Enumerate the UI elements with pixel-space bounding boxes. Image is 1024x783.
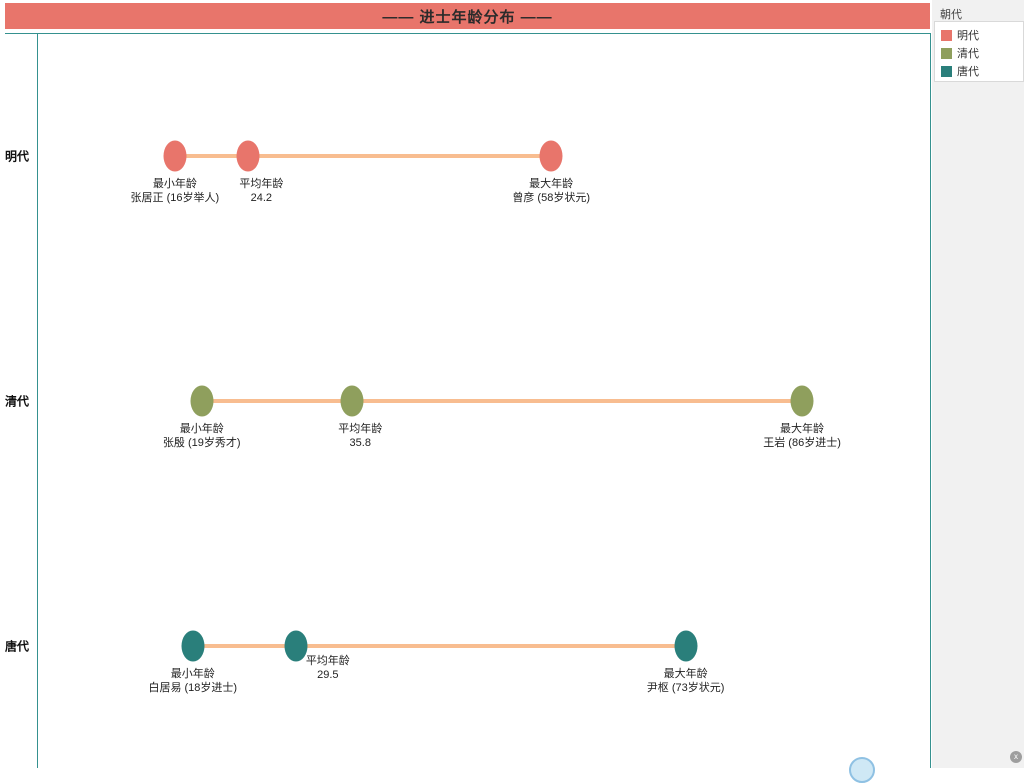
legend-box: 明代清代唐代 [934,21,1024,82]
point-label-value: 24.2 [250,191,273,204]
point-label-title: 最小年龄 [170,667,215,680]
point-label-value: 35.8 [349,436,371,449]
point-label-title: 最大年龄 [529,177,574,190]
close-icon[interactable]: x [1010,751,1022,763]
y-axis-category-label: 唐代 [4,639,29,653]
y-axis-category-label: 清代 [4,394,29,408]
point-label-value: 29.5 [317,668,339,681]
point-label-value: 王岩 (86岁进士) [763,436,841,449]
data-point-清代-avg[interactable] [340,385,364,416]
legend-swatch-icon [941,29,952,41]
legend-title: 朝代 [940,9,962,21]
watermark-circle [849,757,875,783]
point-label-清代-max: 最大年龄王岩 (86岁进士) [763,422,841,450]
data-point-清代-max[interactable] [790,385,814,416]
point-label-title: 最小年龄 [179,422,224,435]
data-point-清代-min[interactable] [190,385,214,416]
point-label-title: 最大年龄 [663,667,708,680]
point-label-唐代-max: 最大年龄尹枢 (73岁状元) [647,667,725,695]
point-label-明代-min: 最小年龄张居正 (16岁举人) [131,177,220,205]
data-point-唐代-min[interactable] [181,630,205,661]
data-point-明代-avg[interactable] [236,140,260,171]
point-label-value: 曾彦 (58岁状元) [512,191,590,204]
range-connector-line [192,643,686,648]
point-label-value: 张居正 (16岁举人) [130,191,220,204]
plot-right-border [930,33,931,768]
data-point-明代-min[interactable] [163,140,187,171]
range-connector-line [201,398,803,403]
point-label-title: 最大年龄 [780,422,825,435]
right-side-panel [932,0,1024,768]
y-axis-category-label: 明代 [4,149,29,163]
range-connector-line [174,153,552,158]
y-axis-line [37,33,38,768]
legend-item-唐代[interactable]: 唐代 [941,62,1023,80]
data-point-唐代-max[interactable] [674,630,698,661]
point-label-value: 白居易 (18岁进士) [148,681,238,694]
legend-swatch-icon [941,47,952,59]
legend-item-明代[interactable]: 明代 [941,26,1023,44]
chart-title-banner: —— 进士年龄分布 —— [5,3,930,29]
plot-top-border [5,33,930,34]
legend-item-label: 清代 [957,48,979,60]
legend-swatch-icon [941,65,952,77]
point-label-唐代-min: 最小年龄白居易 (18岁进士) [148,667,237,695]
legend-item-label: 唐代 [957,66,979,78]
point-label-title: 平均年龄 [305,654,350,667]
chart-title: —— 进士年龄分布 —— [382,8,553,26]
point-label-title: 最小年龄 [152,177,197,190]
point-label-清代-min: 最小年龄张殷 (19岁秀才) [163,422,241,450]
legend-item-清代[interactable]: 清代 [941,44,1023,62]
data-point-明代-max[interactable] [539,140,563,171]
point-label-title: 平均年龄 [338,422,383,435]
legend-item-label: 明代 [957,30,979,42]
point-label-明代-max: 最大年龄曾彦 (58岁状元) [512,177,590,205]
point-label-value: 张殷 (19岁秀才) [162,436,241,449]
data-point-唐代-avg[interactable] [284,630,308,661]
point-label-title: 平均年龄 [239,177,284,190]
point-label-value: 尹枢 (73岁状元) [646,681,725,694]
